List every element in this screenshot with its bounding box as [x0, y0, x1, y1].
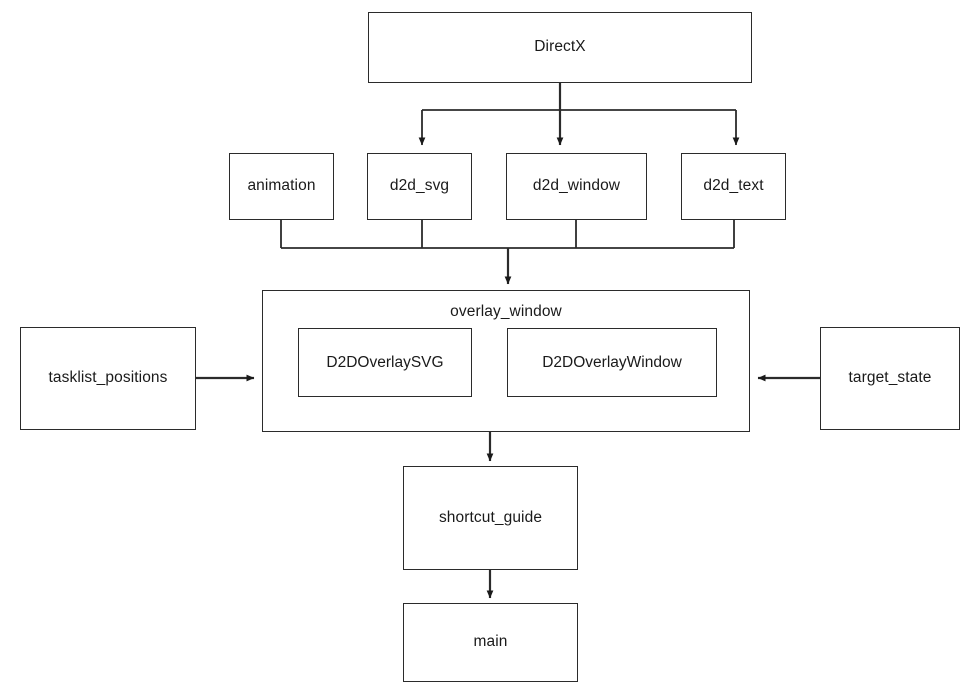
node-directx-label: DirectX	[534, 38, 586, 56]
node-animation-label: animation	[247, 177, 316, 195]
node-d2doverlaywindow[interactable]: D2DOverlayWindow	[507, 328, 717, 397]
node-main[interactable]: main	[403, 603, 578, 682]
node-tasklist-positions-label: tasklist_positions	[48, 369, 168, 387]
node-d2doverlaysvg-label: D2DOverlaySVG	[326, 353, 444, 371]
node-d2doverlaysvg[interactable]: D2DOverlaySVG	[298, 328, 472, 397]
node-tasklist-positions[interactable]: tasklist_positions	[20, 327, 196, 430]
node-directx[interactable]: DirectX	[368, 12, 752, 83]
node-target-state-label: target_state	[848, 369, 932, 387]
node-d2d-window-label: d2d_window	[532, 177, 621, 195]
node-main-label: main	[473, 633, 508, 651]
node-overlay-window-label: overlay_window	[450, 303, 562, 320]
node-shortcut-guide[interactable]: shortcut_guide	[403, 466, 578, 570]
node-shortcut-guide-label: shortcut_guide	[438, 508, 543, 526]
node-d2d-window[interactable]: d2d_window	[506, 153, 647, 220]
node-d2d-svg[interactable]: d2d_svg	[367, 153, 472, 220]
node-d2d-svg-label: d2d_svg	[389, 177, 450, 195]
node-target-state[interactable]: target_state	[820, 327, 960, 430]
node-d2d-text-label: d2d_text	[703, 177, 764, 195]
node-d2doverlaywindow-label: D2DOverlayWindow	[542, 353, 682, 371]
node-d2d-text[interactable]: d2d_text	[681, 153, 786, 220]
node-animation[interactable]: animation	[229, 153, 334, 220]
